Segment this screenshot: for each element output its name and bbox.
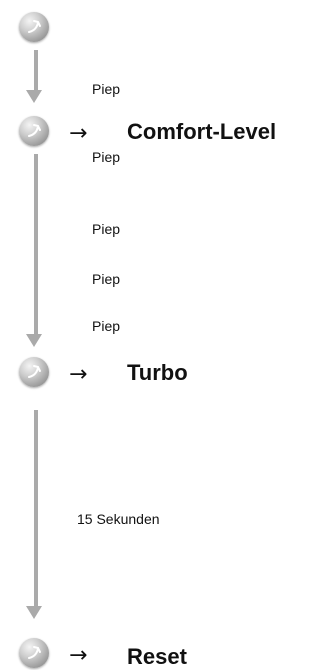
timeline-connector xyxy=(34,50,38,90)
arrow-right-icon: → xyxy=(69,362,88,387)
duration-label: 15 Sekunden xyxy=(77,511,160,527)
arrow-down-icon xyxy=(26,90,42,103)
beep-label: Piep xyxy=(92,318,121,334)
beep-label: Piep xyxy=(92,149,121,165)
step-label-comfort: Comfort-Level xyxy=(127,119,277,144)
timeline-connector xyxy=(34,154,38,334)
beep-label: Piep xyxy=(92,81,121,97)
power-button-icon[interactable] xyxy=(19,357,49,387)
beep-label: Piep xyxy=(92,221,121,237)
arrow-right-icon: → xyxy=(69,121,88,146)
power-button-icon[interactable] xyxy=(19,116,49,146)
beep-label: Piep xyxy=(92,271,121,287)
step-label-turbo: Turbo xyxy=(127,360,188,385)
power-button-icon[interactable] xyxy=(19,12,49,42)
arrow-down-icon xyxy=(26,606,42,619)
step-label-reset: Reset xyxy=(127,644,187,669)
power-button-icon[interactable] xyxy=(19,638,49,668)
arrow-right-icon: → xyxy=(69,643,88,668)
arrow-down-icon xyxy=(26,334,42,347)
timeline-connector xyxy=(34,410,38,608)
